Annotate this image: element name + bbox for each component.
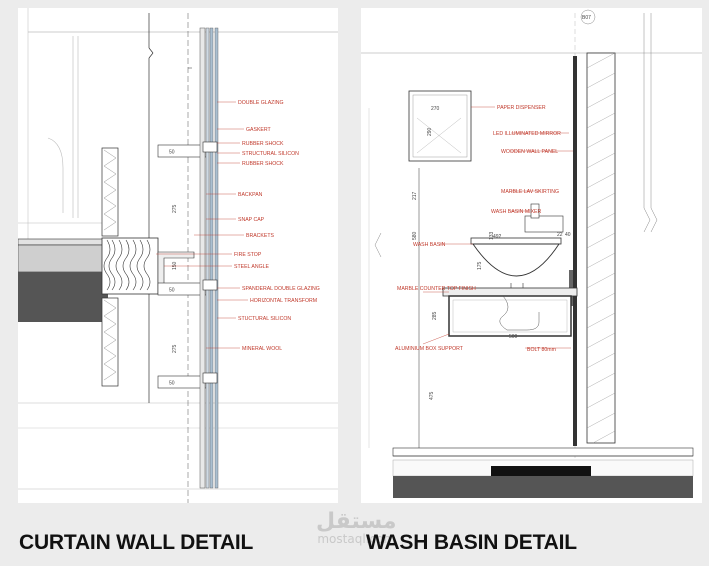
label-spanderal-double-glazing: SPANDERAL DOUBLE GLAZING xyxy=(242,286,320,292)
dim-50-c: 50 xyxy=(169,381,175,387)
glazing-glass xyxy=(209,27,214,489)
grid-bubble xyxy=(580,9,596,25)
label-bolt: BOLT 80mm xyxy=(527,347,556,353)
floor-slab xyxy=(18,272,108,322)
floor-slab xyxy=(393,476,693,498)
dim-285: 285 xyxy=(432,311,438,320)
label-brackets: BRACKETS xyxy=(246,233,275,239)
wash-basin-panel: B07 270 290 xyxy=(361,8,702,503)
label-mineral-wool: MINERAL WOOL xyxy=(242,346,282,352)
paper-dispenser xyxy=(408,90,472,162)
dim-50-b: 50 xyxy=(169,288,175,294)
dim-492: 492 xyxy=(493,234,502,240)
label-structural-silicon: STRUCTURAL SILICON xyxy=(242,151,299,157)
basin-mixer xyxy=(524,215,564,233)
curtain-wall-caption: CURTAIN WALL DETAIL xyxy=(19,531,254,554)
label-wash-basin: WASH BASIN xyxy=(413,242,446,248)
dim-175: 175 xyxy=(477,261,483,270)
watermark-latin: mostaql.com xyxy=(317,532,396,546)
label-double-glazing: DOUBLE GLAZING xyxy=(238,100,284,106)
label-rubber-shock-2: RUBBER SHOCK xyxy=(242,161,284,167)
label-marble-lav-skirting: MARBLE LAV SKIRTING xyxy=(501,189,559,195)
wash-basin-drawing: B07 270 290 xyxy=(361,9,702,498)
dim-500: 500 xyxy=(509,334,518,340)
dim-290: 290 xyxy=(427,127,433,136)
watermark-arabic: مستقل xyxy=(316,509,397,534)
dim-22: 22 xyxy=(557,232,563,238)
dim-50-a: 50 xyxy=(169,150,175,156)
watermark-logo: مستقل mostaql.com xyxy=(316,509,397,546)
wash-basin-bowl xyxy=(472,243,560,277)
dim-475: 475 xyxy=(429,391,435,400)
label-led-mirror: LED ILLUMINATED MIRROR xyxy=(493,131,561,137)
dim-150: 150 xyxy=(172,261,178,270)
label-paper-dispenser: PAPER DISPENSER xyxy=(497,105,546,111)
label-steel-angle: STEEL ANGLE xyxy=(234,264,270,270)
dim-133: 133 xyxy=(489,231,495,240)
label-wooden-wall-panel: WOODEN WALL PANEL xyxy=(501,149,558,155)
curtain-wall-panel: 50 50 50 275 150 275 xyxy=(18,8,338,503)
label-aluminium-box-support: ALUMINIUM BOX SUPPORT xyxy=(395,346,464,352)
wall-section xyxy=(586,52,616,444)
dim-40: 40 xyxy=(565,232,571,238)
label-marble-counter-top: MARBLE COUNTER TOP FINISH xyxy=(397,286,476,292)
dim-217: 217 xyxy=(412,191,418,200)
aluminium-box-support xyxy=(448,295,572,337)
wooden-wall-panel xyxy=(573,56,577,446)
curtain-wall-drawing: 50 50 50 275 150 275 xyxy=(18,8,338,503)
label-snap-cap: SNAP CAP xyxy=(238,217,265,223)
label-backpan: BACKPAN xyxy=(238,192,263,198)
dim-275-b: 275 xyxy=(172,344,178,353)
wash-basin-caption: WASH BASIN DETAIL xyxy=(366,531,577,554)
dim-580: 580 xyxy=(412,231,418,240)
label-rubber-shock-1: RUBBER SHOCK xyxy=(242,141,284,147)
grid-tag: B07 xyxy=(582,15,591,21)
label-horizontal-transform: HORIZONTAL TRANSFORM xyxy=(250,298,317,304)
label-gasket: GASKERT xyxy=(246,127,272,133)
label-fire-stop: FIRE STOP xyxy=(234,252,262,258)
label-basin-mixer: WASH BASIN MIXER xyxy=(491,209,542,215)
dim-270: 270 xyxy=(431,106,440,112)
dim-275-a: 275 xyxy=(172,204,178,213)
label-stuctural-silicon: STUCTURAL SILICON xyxy=(238,316,291,322)
